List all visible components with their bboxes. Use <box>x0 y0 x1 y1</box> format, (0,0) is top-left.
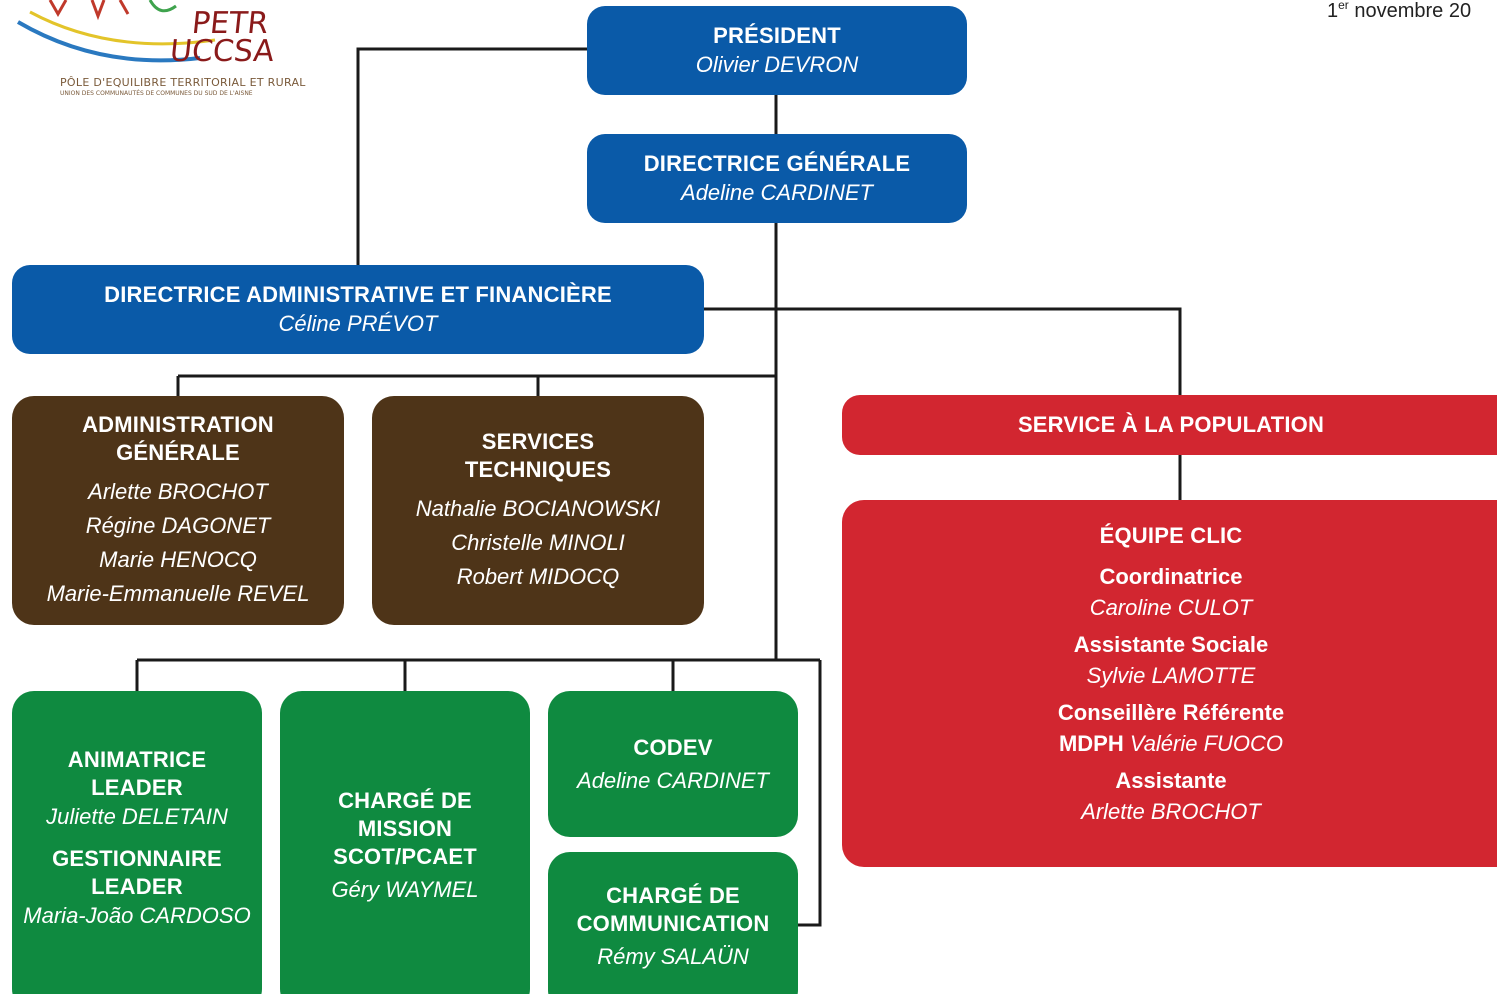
codev-box: CODEV Adeline CARDINET <box>548 691 798 837</box>
clic-name: Caroline CULOT <box>1089 595 1253 620</box>
tech-name: Nathalie BOCIANOWSKI <box>415 495 661 521</box>
logo-swoosh-icon <box>16 0 216 63</box>
leader-title-1b: LEADER <box>91 775 183 800</box>
clic-role: Coordinatrice <box>1099 564 1243 589</box>
clic-title: ÉQUIPE CLIC <box>1099 523 1243 548</box>
scot-title-1: CHARGÉ DE <box>338 788 472 813</box>
communication-title-2: COMMUNICATION <box>576 911 770 936</box>
population-title: SERVICE À LA POPULATION <box>1017 412 1325 437</box>
logo-tagline: PÔLE D'EQUILIBRE TERRITORIAL ET RURAL <box>60 76 306 89</box>
scot-title-2: MISSION <box>357 816 453 841</box>
president-name: Olivier DEVRON <box>695 52 859 77</box>
link-dg-population <box>703 307 1182 396</box>
admin-title-1: ADMINISTRATION <box>82 411 274 437</box>
clic-name: Arlette BROCHOT <box>1081 799 1261 824</box>
communication-title-1: CHARGÉ DE <box>606 883 740 908</box>
dg-title: DIRECTRICE GÉNÉRALE <box>643 151 911 176</box>
tech-title-2: TECHNIQUES <box>464 456 612 482</box>
communication-name: Rémy SALAÜN <box>597 944 749 969</box>
codev-name: Adeline CARDINET <box>577 767 769 793</box>
leader-title-2b: LEADER <box>91 874 183 899</box>
link-communication <box>798 660 822 927</box>
leader-title-2a: GESTIONNAIRE <box>52 846 222 871</box>
population-box: SERVICE À LA POPULATION <box>842 395 1497 455</box>
document-date: 1er novembre 20 <box>1327 0 1472 22</box>
admin-title-2: GÉNÉRALE <box>116 439 240 465</box>
clic-role: Assistante <box>1115 768 1227 793</box>
logo-name-line2: UCCSA <box>168 34 276 69</box>
communication-box: CHARGÉ DE COMMUNICATION Rémy SALAÜN <box>548 852 798 994</box>
clic-role: Conseillère Référente <box>1057 700 1285 725</box>
admin-name: Arlette BROCHOT <box>88 478 268 504</box>
leader-title-1a: ANIMATRICE <box>67 747 207 772</box>
tech-box: SERVICES TECHNIQUES Nathalie BOCIANOWSKI… <box>372 396 704 625</box>
admin-name: Régine DAGONET <box>85 512 271 538</box>
clic-name: Sylvie LAMOTTE <box>1086 663 1256 688</box>
leader-name-2: Maria-João CARDOSO <box>23 903 251 928</box>
daf-title: DIRECTRICE ADMINISTRATIVE ET FINANCIÈRE <box>104 282 612 307</box>
scot-box: CHARGÉ DE MISSION SCOT/PCAET Géry WAYMEL <box>280 691 530 994</box>
daf-name: Céline PRÉVOT <box>278 311 438 336</box>
codev-title: CODEV <box>633 734 713 760</box>
president-box: PRÉSIDENT Olivier DEVRON <box>587 6 967 95</box>
daf-box: DIRECTRICE ADMINISTRATIVE ET FINANCIÈRE … <box>12 265 704 354</box>
admin-name: Marie HENOCQ <box>99 546 257 572</box>
tech-title-1: SERVICES <box>481 428 595 454</box>
clic-role: Assistante Sociale <box>1073 632 1269 657</box>
link-president-daf <box>356 47 588 266</box>
dg-box: DIRECTRICE GÉNÉRALE Adeline CARDINET <box>587 134 967 223</box>
scot-name: Géry WAYMEL <box>331 877 479 902</box>
president-title: PRÉSIDENT <box>713 23 841 48</box>
admin-name: Marie-Emmanuelle REVEL <box>46 580 310 606</box>
clic-box: ÉQUIPE CLIC Coordinatrice Caroline CULOT… <box>842 500 1497 867</box>
tech-name: Christelle MINOLI <box>451 529 625 555</box>
dg-name: Adeline CARDINET <box>681 180 873 205</box>
tech-name: Robert MIDOCQ <box>456 563 620 589</box>
leader-box: ANIMATRICE LEADER Juliette DELETAIN GEST… <box>12 691 262 994</box>
leader-name-1: Juliette DELETAIN <box>46 804 228 829</box>
admin-box: ADMINISTRATION GÉNÉRALE Arlette BROCHOT … <box>12 396 344 625</box>
clic-role-name: MDPH Valérie FUOCO <box>1058 731 1284 756</box>
logo-subtagline: UNION DES COMMUNAUTÉS DE COMMUNES DU SUD… <box>60 90 253 97</box>
scot-title-3: SCOT/PCAET <box>333 844 477 869</box>
petr-uccsa-logo: PETR UCCSA PÔLE D'EQUILIBRE TERRITORIAL … <box>0 0 305 110</box>
